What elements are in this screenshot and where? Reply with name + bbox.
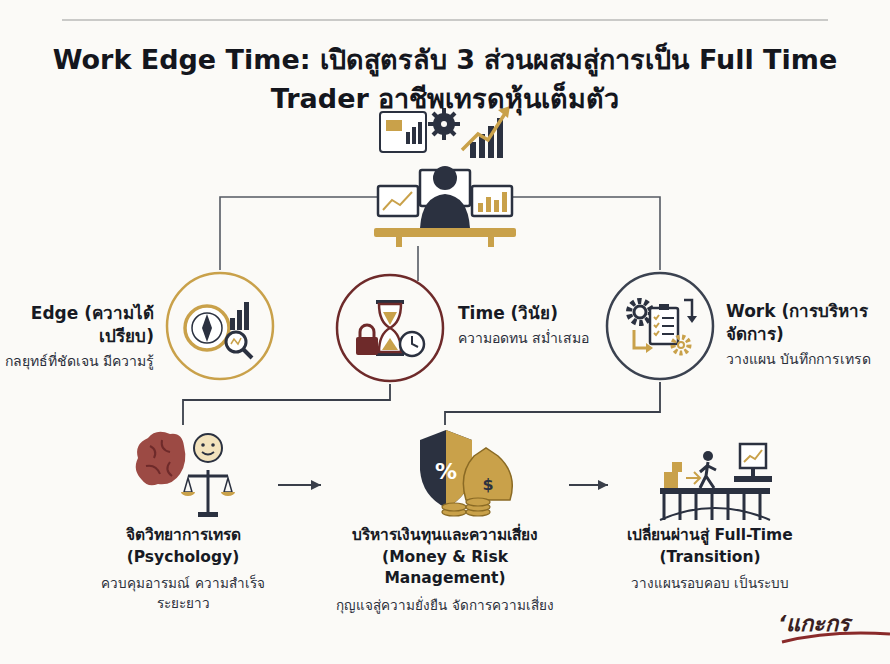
circle-outline	[164, 270, 276, 382]
pillar-circle: Work (การบริหารจัดการ) วางแผน บันทึกการเท…	[604, 270, 882, 386]
step-description: วางแผนรอบคอบ เป็นระบบ	[631, 574, 789, 594]
step-heading: เปลี่ยนผ่านสู่ Full-Time (Transition)	[612, 525, 808, 568]
pillar-heading: Work (การบริหารจัดการ)	[726, 300, 882, 346]
edge-icon	[185, 302, 252, 358]
step-item: เปลี่ยนผ่านสู่ Full-Time (Transition) วาง…	[612, 425, 808, 594]
pillar-heading: Time (วินัย)	[458, 302, 618, 325]
step-description: ควบคุมอารมณ์ ความสำเร็จระยะยาว	[92, 574, 274, 613]
pillar-description: ความอดทน สม่ำเสมอ	[458, 328, 618, 348]
psychology-icon	[136, 432, 235, 517]
connector-line	[183, 384, 390, 425]
diagram-title: Work Edge Time: เปิดสูตรลับ 3 ส่วนผสมสู่…	[45, 40, 845, 118]
step-item: จิตวิทยาการเทรด (Psychology) ควบคุมอารมณ์…	[92, 425, 274, 614]
watermark: ‘แกะกร	[778, 606, 850, 641]
pillar-heading: Edge (ความได้เปรียบ)	[4, 302, 154, 348]
work-icon	[629, 300, 697, 353]
connector-line	[445, 382, 660, 425]
step-description: กุญแจสู่ความยั่งยืน จัดการความเสี่ยง	[336, 596, 553, 616]
svg-text:$: $	[482, 475, 493, 494]
pillar-description: วางแผน บันทึกการเทรด	[726, 349, 882, 369]
money-icon: % $	[420, 430, 512, 516]
step-heading: จิตวิทยาการเทรด (Psychology)	[92, 525, 274, 568]
svg-text:%: %	[435, 459, 457, 484]
pillar-circle: Edge (ความได้เปรียบ) กลยุทธ์ที่ชัดเจน มีค…	[4, 270, 276, 386]
transition-icon	[660, 444, 772, 520]
pillar-description: กลยุทธ์ที่ชัดเจน มีความรู้	[4, 351, 154, 371]
rule-line	[62, 19, 828, 20]
flow-arrow	[278, 484, 321, 486]
step-item: บริหารเงินทุนและความเสี่ยง (Money & Risk…	[325, 425, 565, 616]
flow-arrow	[569, 484, 608, 486]
pillar-circle: Time (วินัย) ความอดทน สม่ำเสมอ	[334, 272, 618, 388]
circle-outline	[604, 270, 716, 382]
time-icon	[356, 300, 424, 356]
step-heading: บริหารเงินทุนและความเสี่ยง (Money & Risk…	[325, 525, 565, 590]
trader-icon	[374, 106, 516, 247]
circle-outline	[334, 272, 446, 384]
